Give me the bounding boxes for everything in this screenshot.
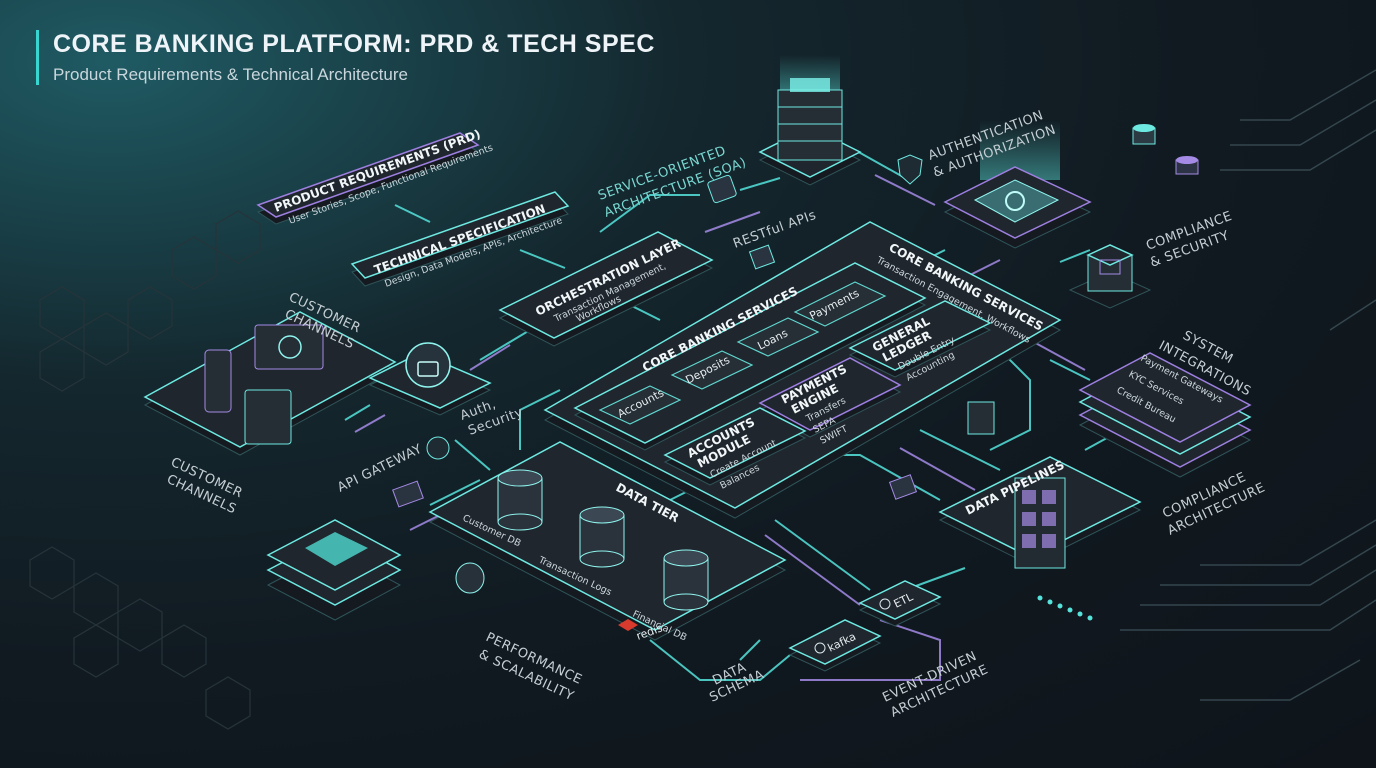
db-transaction bbox=[579, 506, 625, 568]
file-icon bbox=[888, 474, 918, 500]
page-subtitle: Product Requirements & Technical Archite… bbox=[53, 65, 408, 84]
etl-icon bbox=[879, 598, 891, 610]
etl-chip: ETL bbox=[858, 580, 942, 627]
code-icon bbox=[707, 174, 737, 204]
prd-title: PRODUCT REQUIREMENTS (PRD) bbox=[272, 127, 482, 215]
server-stack bbox=[758, 55, 862, 186]
restful-label: RESTful APIs bbox=[731, 208, 818, 252]
compliance-security-block bbox=[1068, 244, 1152, 309]
customer-channels-platform bbox=[143, 311, 397, 456]
data-tier-platform: DATA TIER Customer DB Transaction Logs F… bbox=[428, 441, 787, 643]
core-banking-inner: CORE BANKING SERVICES Accounts Deposits … bbox=[573, 262, 927, 451]
api-doc-icon bbox=[748, 244, 776, 270]
api-gateway-block bbox=[368, 342, 492, 416]
header: CORE BANKING PLATFORM: PRD & TECH SPEC P… bbox=[36, 30, 655, 85]
prd-panel: PRODUCT REQUIREMENTS (PRD) User Stories,… bbox=[256, 127, 495, 227]
chip-loans[interactable]: Loans bbox=[736, 317, 820, 357]
kafka-chip: kafka bbox=[788, 619, 882, 672]
storage-cylinders bbox=[1132, 124, 1199, 175]
gear-icon bbox=[1005, 191, 1025, 211]
chip-deposits[interactable]: Deposits bbox=[670, 350, 754, 390]
led-dots bbox=[1037, 595, 1093, 621]
general-ledger-panel: GENERAL LEDGER Double Entry Accounting bbox=[848, 300, 992, 384]
input-stack bbox=[266, 519, 402, 621]
redis-icon bbox=[618, 619, 638, 631]
page-title: CORE BANKING PLATFORM: PRD & TECH SPEC bbox=[53, 30, 655, 58]
db-financial bbox=[663, 549, 709, 611]
circuit-traces bbox=[1120, 69, 1376, 701]
terminal-icon bbox=[967, 401, 995, 435]
folder-icon bbox=[392, 480, 424, 508]
db-customer bbox=[497, 469, 543, 531]
fingerprint-icon bbox=[426, 436, 450, 460]
hex-pattern-left bbox=[29, 210, 261, 730]
cloud-lock-icon bbox=[405, 342, 451, 388]
kiosk-icon bbox=[244, 389, 292, 445]
phone-icon bbox=[204, 349, 232, 413]
postgres-icon bbox=[455, 562, 485, 594]
kafka-icon bbox=[814, 642, 826, 654]
orchestration-layer: ORCHESTRATION LAYER Transaction Manageme… bbox=[498, 231, 714, 347]
data-pipelines-platform: DATA PIPELINES bbox=[938, 456, 1142, 569]
laptop-icon bbox=[254, 324, 324, 370]
globe-icon bbox=[278, 335, 302, 359]
auth-block bbox=[943, 120, 1092, 249]
shield-icon bbox=[897, 154, 923, 185]
tech-spec-panel: TECHNICAL SPECIFICATION Design, Data Mod… bbox=[350, 191, 570, 290]
accounts-module-panel: ACCOUNTS MODULE Create Account Balances bbox=[663, 407, 807, 492]
